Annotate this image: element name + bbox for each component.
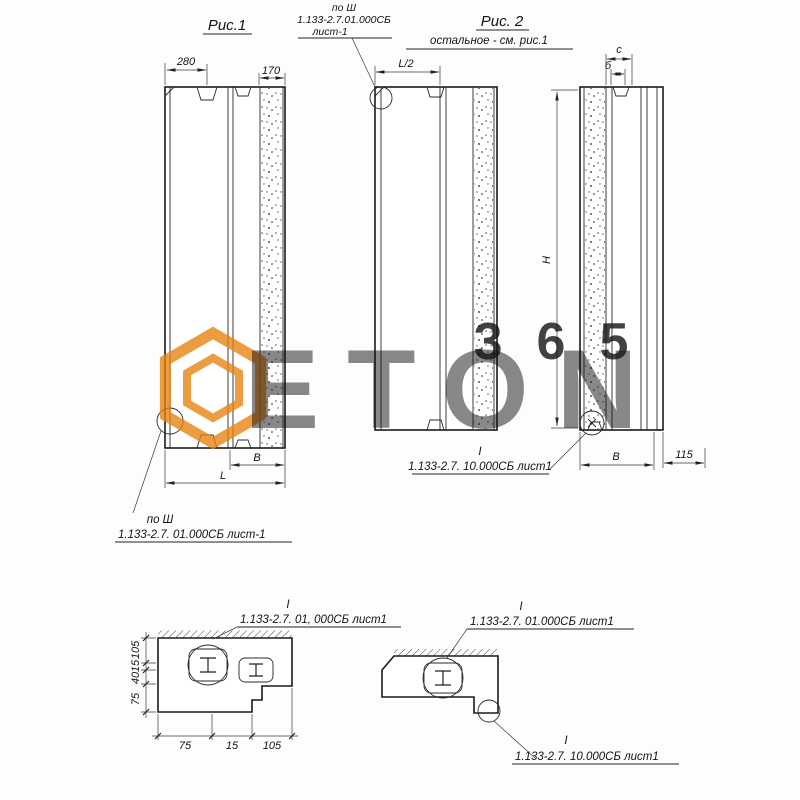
- detail2-bottom-leader: [493, 720, 536, 759]
- detail1-slot-1: [188, 648, 228, 682]
- detail1-hatch: [158, 630, 292, 638]
- fig1-dim-170: 170: [262, 65, 281, 77]
- detail1-slot-1-ibeam: [200, 657, 216, 673]
- detail2-bottom-label: I: [564, 735, 568, 747]
- detail2-top-leader: [446, 628, 468, 659]
- top-callout-line3: лист-1: [311, 26, 347, 38]
- detail1-callout-leader: [212, 626, 238, 640]
- fig2-dim-L2: L/2: [398, 58, 413, 70]
- top-callout-line2: 1.133-2.7.01.000СБ: [297, 14, 391, 26]
- detail2-slot-ibeam: [435, 670, 451, 686]
- fig1-callout-ref: 1.133-2.7. 01.000СБ лист-1: [118, 529, 266, 541]
- fig1-top-chamfer: [164, 86, 175, 97]
- detail2-slot: [423, 662, 463, 694]
- fig1-title-group: Рис.1: [203, 17, 252, 35]
- fig2-dim-c: с: [616, 44, 622, 56]
- fig2-right-detail-circle: [579, 410, 605, 436]
- fig1-top-notch-2: [234, 86, 252, 97]
- fig2-left-bottom-notch: [426, 419, 445, 431]
- detail1-slot-2-ibeam: [249, 663, 263, 677]
- top-callout-leader: [351, 37, 377, 90]
- fig2-dim-b-small: б: [605, 60, 612, 72]
- fig2-title: Рис. 2: [481, 13, 524, 30]
- fig1-insulation-layer: [261, 88, 282, 447]
- top-callout-line1: по Ш: [332, 2, 357, 14]
- detail1-callout-ref: 1.133-2.7. 01, 000СБ лист1: [240, 614, 387, 626]
- fig2-dimensions: L/2 с б Н В 115: [374, 44, 706, 470]
- detail1-callout-label: I: [286, 599, 290, 611]
- watermark-hexagon-outer: [159, 326, 267, 450]
- detail2-top-ref: 1.133-2.7. 01.000СБ лист1: [470, 616, 614, 628]
- detail1-dim-15v: 15: [130, 659, 142, 672]
- detail1-detail-circle: [187, 644, 229, 686]
- fig2-right-top-notch: [612, 86, 630, 97]
- detail1-dim-75v: 75: [130, 692, 142, 705]
- detail2-section: I 1.133-2.7. 01.000СБ лист1 I 1.133-2.7.…: [381, 601, 679, 765]
- fig2-left-chamfer: [374, 86, 385, 97]
- fig2-left-top-notch: [426, 86, 445, 98]
- fig1-callout-view-label: по Ш: [147, 514, 174, 526]
- watermark-number: 365: [474, 313, 663, 371]
- fig1-title: Рис.1: [208, 17, 246, 34]
- fig2-section-leader: [548, 432, 587, 471]
- fig2-dim-B: В: [612, 451, 619, 463]
- fig1-bottom-notch-2: [234, 439, 252, 449]
- detail1-section: 105 15 40 75 75 15 105 I 1.133-2.7. 01, …: [130, 599, 401, 752]
- detail1-dim-15h: 15: [226, 740, 239, 752]
- watermark-hexagon-inner: [183, 353, 243, 423]
- detail1-dim-105v: 105: [130, 640, 142, 659]
- fig2-note: остальное - см. рис.1: [430, 35, 548, 47]
- fig1-dimensions: 280 170 В L: [164, 56, 286, 488]
- fig2-left-insulation-layer: [474, 88, 493, 429]
- fig2-section-ref: 1.133-2.7. 10.000СБ лист1: [408, 461, 552, 473]
- detail1-dim-40v: 40: [130, 671, 142, 684]
- fig1-dim-L: L: [220, 470, 226, 482]
- detail2-bottom-ref: 1.133-2.7. 10.000СБ лист1: [515, 751, 659, 763]
- fig1-callout-leader: [132, 430, 162, 514]
- fig2-left-panel: [369, 86, 498, 431]
- fig2-section-label: I: [478, 446, 482, 458]
- fig2-title-group: Рис. 2 остальное - см. рис.1: [406, 13, 573, 50]
- fig1-dim-280: 280: [176, 56, 196, 68]
- watermark-word: ETON: [244, 327, 665, 452]
- fig2-dim-H: Н: [541, 256, 553, 264]
- detail1-dim-105h: 105: [263, 740, 282, 752]
- fig2-right-anchor-mark: [587, 418, 597, 428]
- fig2-dim-115: 115: [675, 449, 693, 461]
- fig2-left-detail-circle: [369, 86, 393, 110]
- detail1-dim-75h: 75: [179, 740, 192, 752]
- fig2-right-insulation-layer: [585, 88, 605, 429]
- detail2-hatch: [394, 649, 498, 656]
- fig2-section-callout: I 1.133-2.7. 10.000СБ лист1: [408, 432, 587, 475]
- watermark: ETON 365: [159, 313, 665, 452]
- fig2-right-panel: [579, 86, 664, 436]
- fig1-bottom-callout: по Ш 1.133-2.7. 01.000СБ лист-1: [115, 430, 292, 543]
- detail2-detail-circle: [422, 657, 464, 699]
- detail2-top-label: I: [519, 601, 523, 613]
- top-callout: по Ш 1.133-2.7.01.000СБ лист-1: [297, 2, 392, 90]
- fig1-top-notch-1: [196, 86, 218, 101]
- detail2-foot-circle: [477, 699, 501, 723]
- fig1-dim-B: В: [253, 452, 260, 464]
- detail1-slot-2: [238, 657, 274, 683]
